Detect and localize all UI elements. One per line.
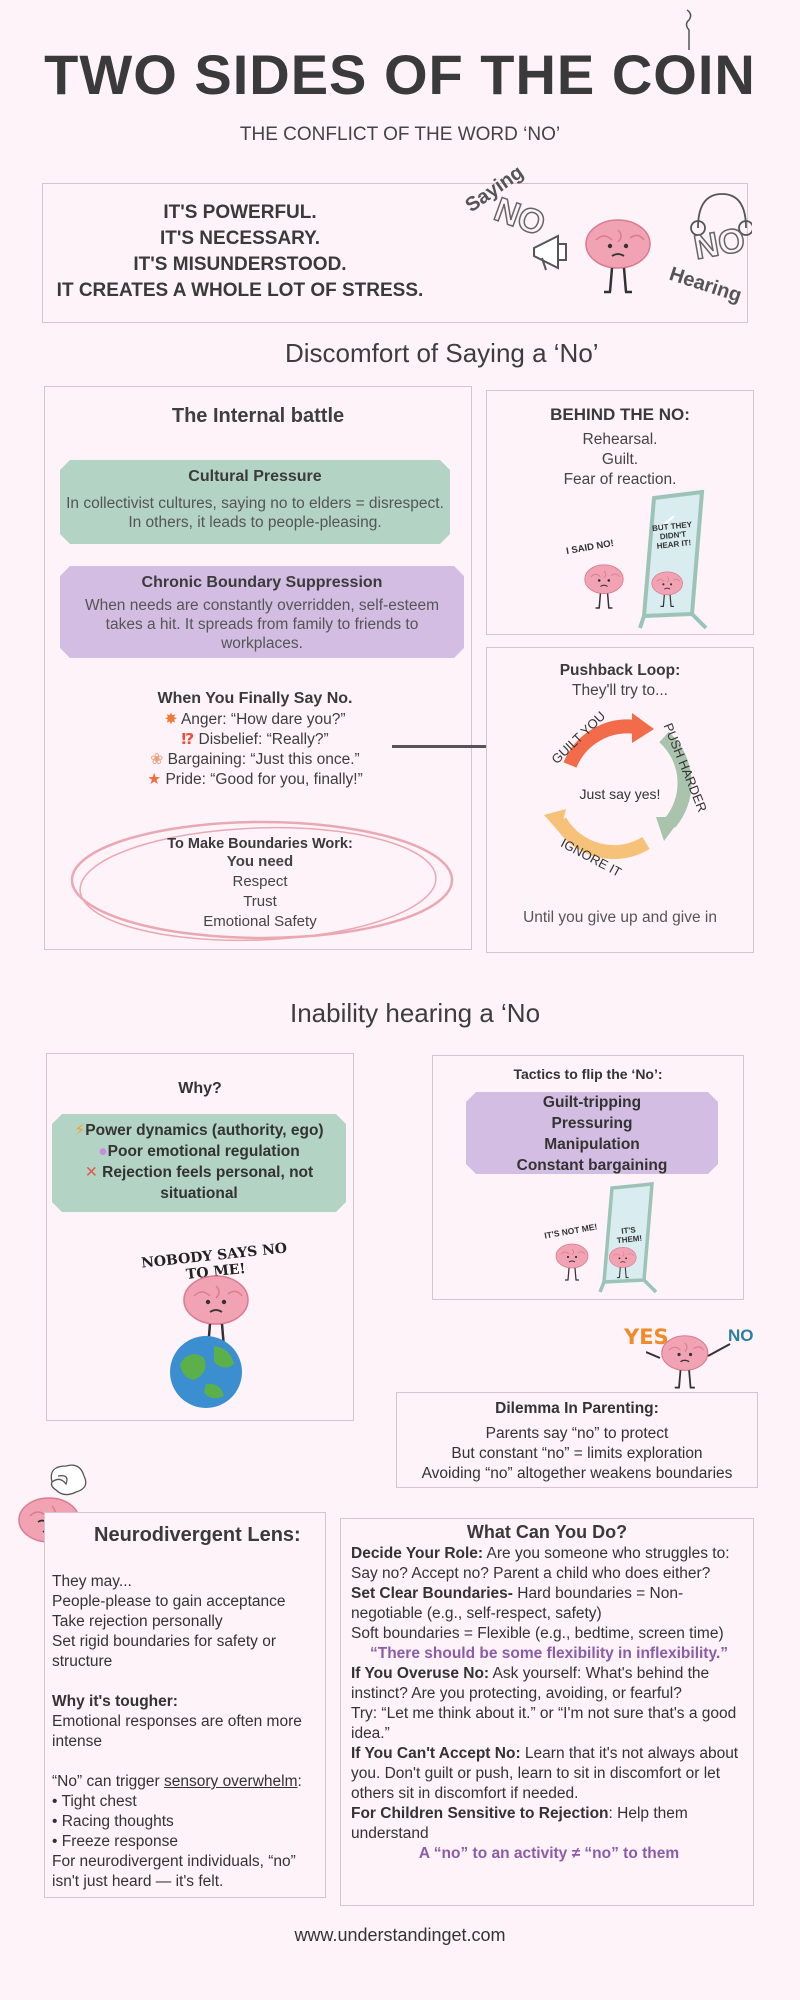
page-title: TWO SIDES OF THE COIN (44, 43, 756, 106)
connector-line (392, 745, 528, 748)
finally-say-no-block: When You Finally Say No. ✸ Anger: “How d… (147, 690, 363, 788)
behind-the-no-list: Rehearsal. Guilt. Fear of reaction. (563, 431, 677, 488)
parenting-lines: Parents say “no” to protect But constant… (421, 1425, 733, 1482)
brain-reflection-tactics-icon (608, 1246, 637, 1279)
what-can-you-do-panel (340, 1518, 754, 1906)
yes-label: YES (624, 1325, 669, 1349)
tangled-thought-icon (50, 1464, 87, 1496)
chronic-suppression-card: Chronic Boundary Suppression When needs … (60, 566, 464, 658)
brain-blaming-icon (555, 1243, 589, 1281)
disbelief-icon: ⁉ (181, 731, 195, 748)
just-say-yes-label: Just say yes! (579, 786, 661, 802)
boundaries-block: To Make Boundaries Work: You need Respec… (167, 836, 353, 930)
flexibility-quote: “There should be some flexibility in inf… (370, 1645, 728, 1662)
brain-on-globe-illustration (170, 1274, 250, 1408)
pushback-title: Pushback Loop: (559, 662, 681, 679)
swirl-icon: ● (98, 1143, 108, 1160)
headphones-icon (690, 193, 752, 236)
boundaries-ellipse-decoration (70, 820, 454, 942)
behind-the-no-panel (486, 390, 754, 635)
section-hearing-no-heading: Inability hearing a ‘No (290, 998, 541, 1028)
what-can-you-do-body: Decide Your Role: Are you someone who st… (351, 1544, 747, 1864)
intro-lines: IT'S POWERFUL. IT'S NECESSARY. IT'S MISU… (56, 202, 424, 301)
neurodivergent-body: They may... People-please to gain accept… (52, 1573, 302, 1890)
sensory-overwhelm-term: sensory overwhelm (163, 1773, 298, 1790)
megaphone-icon (533, 234, 567, 271)
why-reasons-card: ⚡Power dynamics (authority, ego) ●Poor e… (52, 1114, 346, 1212)
why-title: Why? (178, 1080, 222, 1097)
tactics-title: Tactics to flip the ‘No’: (513, 1066, 663, 1082)
section-saying-no-heading: Discomfort of Saying a ‘No’ (285, 338, 599, 368)
no-label: NO (728, 1326, 754, 1345)
activity-quote: A “no” to an activity ≠ “no” to them (418, 1845, 680, 1862)
parenting-panel (396, 1392, 758, 1488)
parenting-title: Dilemma In Parenting: (495, 1400, 659, 1417)
pushback-cycle-diagram (544, 713, 692, 859)
brain-thinking-icon (584, 218, 652, 294)
pushback-footer: Until you give up and give in (523, 909, 717, 926)
what-can-you-do-title: What Can You Do? (466, 1522, 628, 1542)
footer-url[interactable]: www.understandinget.com (294, 1925, 506, 1945)
cultural-pressure-card: Cultural Pressure In collectivist cultur… (60, 460, 450, 544)
cross-icon: ✕ (84, 1164, 98, 1181)
lightning-icon: ⚡ (74, 1122, 86, 1139)
anger-icon: ✸ (164, 711, 178, 728)
page-subtitle: THE CONFLICT OF THE WORD ‘NO’ (239, 124, 561, 145)
brain-pointing-icon (646, 1334, 731, 1389)
behind-the-no-title: BEHIND THE NO: (550, 405, 690, 424)
internal-battle-title: The Internal battle (171, 405, 345, 427)
pin-icon (685, 9, 692, 50)
pushback-subtitle: They'll try to... (572, 682, 668, 699)
neurodivergent-title: Neurodivergent Lens: (94, 1524, 301, 1546)
neurodivergent-panel (44, 1512, 326, 1898)
bargaining-icon: ❀ (150, 751, 164, 768)
brain-reflection-icon (651, 571, 684, 608)
tactics-list-card: Guilt-tripping Pressuring Manipulation C… (466, 1092, 718, 1174)
its-them-label: IT'S THEM! (616, 1225, 643, 1246)
mirror-text: BUT THEY DIDN'T HEAR IT! (651, 519, 693, 551)
brain-saying-icon (584, 564, 624, 609)
pushback-loop-panel (486, 647, 754, 953)
pride-star-icon: ★ (147, 771, 162, 788)
